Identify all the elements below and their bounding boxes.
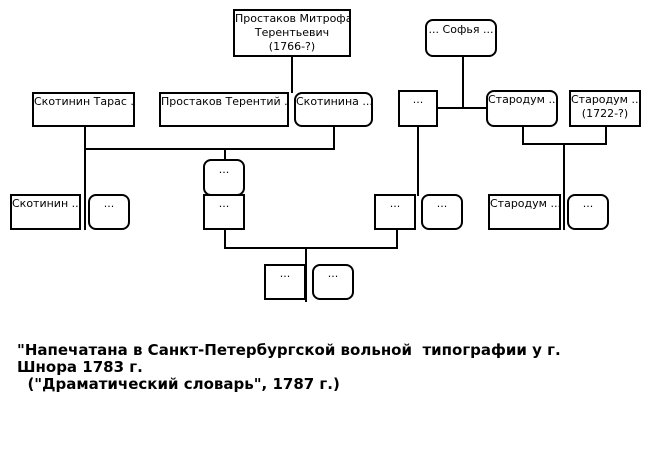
person-skotinin-taras: Скотинин Тарас ...	[32, 92, 135, 127]
person-unknown-child-right-spouse: ...	[421, 194, 463, 230]
connector	[224, 247, 398, 249]
person-label: Скотинина ...	[296, 95, 373, 108]
person-label: ...	[436, 197, 448, 210]
person-label: ...	[412, 93, 424, 106]
connector	[291, 55, 293, 93]
person-skotinina: Скотинина ...	[294, 92, 373, 127]
person-label: ...	[218, 197, 230, 210]
person-grandchild: ...	[264, 264, 306, 300]
connector	[522, 126, 524, 145]
person-prostakov-mitrofan: Простаков Митрофан Терентьевич (1766-?)	[233, 9, 351, 57]
person-unknown-child-center: ...	[203, 159, 245, 196]
connector	[84, 126, 86, 230]
person-label: ...	[389, 197, 401, 210]
person-unknown-child-left: ...	[203, 194, 245, 230]
person-starodum-1: Стародум ...	[486, 90, 558, 127]
connector	[563, 143, 565, 230]
person-unknown-spouse-sofya: ...	[398, 90, 438, 127]
connector	[333, 126, 335, 150]
connector	[396, 230, 398, 249]
person-prostakov-terenty: Простаков Терентий ...	[159, 92, 289, 127]
connector	[437, 107, 489, 109]
person-years: (1722-?)	[581, 107, 629, 120]
connector	[462, 55, 464, 108]
person-label: Стародум ...	[488, 93, 558, 106]
person-years: (1766-?)	[268, 40, 316, 53]
person-label: ... Софья ...	[428, 23, 494, 36]
connector	[417, 126, 419, 196]
connector	[224, 230, 226, 249]
person-patronymic: Терентьевич	[254, 26, 330, 39]
person-skotinin-spouse: ...	[88, 194, 130, 230]
person-label: ...	[279, 267, 291, 280]
person-starodum-child-spouse: ...	[567, 194, 609, 230]
connector	[84, 148, 334, 150]
person-name: Простаков Митрофан	[235, 12, 351, 25]
person-label: ...	[327, 267, 339, 280]
person-starodum-2: Стародум ... (1722-?)	[569, 90, 641, 127]
person-label: Скотинин ...	[12, 197, 81, 210]
caption-line-3: ("Драматический словарь", 1787 г.)	[17, 375, 340, 393]
person-label: ...	[103, 197, 115, 210]
person-label: Стародум ...	[571, 93, 641, 106]
source-caption: "Напечатана в Санкт-Петербургской вольно…	[17, 342, 637, 393]
caption-line-1: "Напечатана в Санкт-Петербургской вольно…	[17, 341, 561, 359]
person-label: ...	[218, 163, 230, 176]
person-label: ...	[582, 197, 594, 210]
caption-line-2: Шнора 1783 г.	[17, 358, 143, 376]
connector	[605, 126, 607, 145]
person-grandchild-spouse: ...	[312, 264, 354, 300]
person-unknown-child-right: ...	[374, 194, 416, 230]
person-skotinin-child: Скотинин ...	[10, 194, 81, 230]
person-label: Скотинин Тарас ...	[34, 95, 135, 108]
person-label: Простаков Терентий ...	[161, 95, 289, 108]
person-sofya: ... Софья ...	[425, 19, 497, 57]
person-label: Стародум ...	[490, 197, 561, 210]
connector	[305, 247, 307, 302]
person-starodum-child: Стародум ...	[488, 194, 561, 230]
